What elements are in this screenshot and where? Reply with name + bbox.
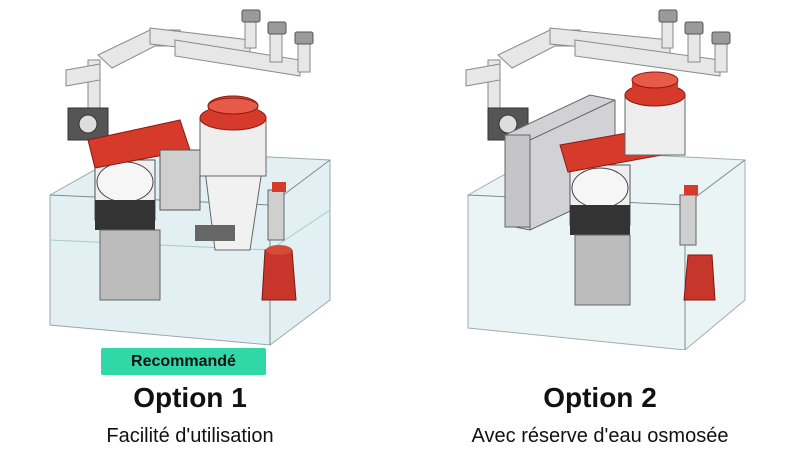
roller-filter bbox=[559, 127, 663, 306]
return-pump bbox=[679, 185, 716, 301]
option-title: Option 2 bbox=[543, 382, 657, 413]
option-1-card: Recommandé Option 1 Facilité d'utilisati… bbox=[49, 9, 331, 447]
recommended-badge: Recommandé bbox=[101, 348, 266, 375]
option-title: Option 1 bbox=[133, 382, 247, 413]
roller-filter bbox=[87, 119, 201, 301]
protein-skimmer bbox=[199, 95, 267, 251]
option-2-sump-illustration bbox=[465, 9, 746, 350]
option-1-sump-illustration bbox=[49, 9, 331, 346]
option-subtitle: Facilité d'utilisation bbox=[106, 425, 274, 447]
option-2-card: Option 2 Avec réserve d'eau osmosée bbox=[400, 0, 800, 472]
return-pump bbox=[261, 182, 297, 301]
option-subtitle: Avec réserve d'eau osmosée bbox=[471, 425, 729, 447]
protein-skimmer bbox=[624, 71, 686, 156]
plumbing-pipes bbox=[65, 17, 311, 121]
